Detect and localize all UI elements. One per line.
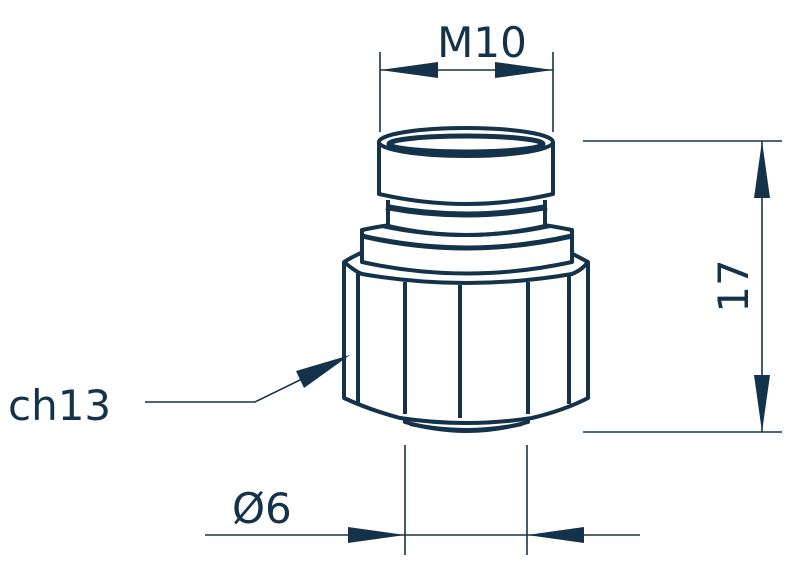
arrow-icon xyxy=(348,527,405,543)
nozzle-part xyxy=(342,126,590,433)
arrow-icon xyxy=(754,375,770,432)
label-height: 17 xyxy=(709,259,758,312)
dimension-lines xyxy=(145,52,782,555)
arrow-icon xyxy=(380,62,438,78)
top-ring xyxy=(377,142,555,206)
label-diameter: Ø6 xyxy=(232,484,292,533)
arrow-icon xyxy=(495,62,553,78)
arrow-icon xyxy=(754,141,770,198)
arrow-icon xyxy=(296,355,350,388)
arrow-icon xyxy=(527,527,584,543)
label-wrench-size: ch13 xyxy=(8,381,111,430)
label-thread: M10 xyxy=(437,18,527,67)
